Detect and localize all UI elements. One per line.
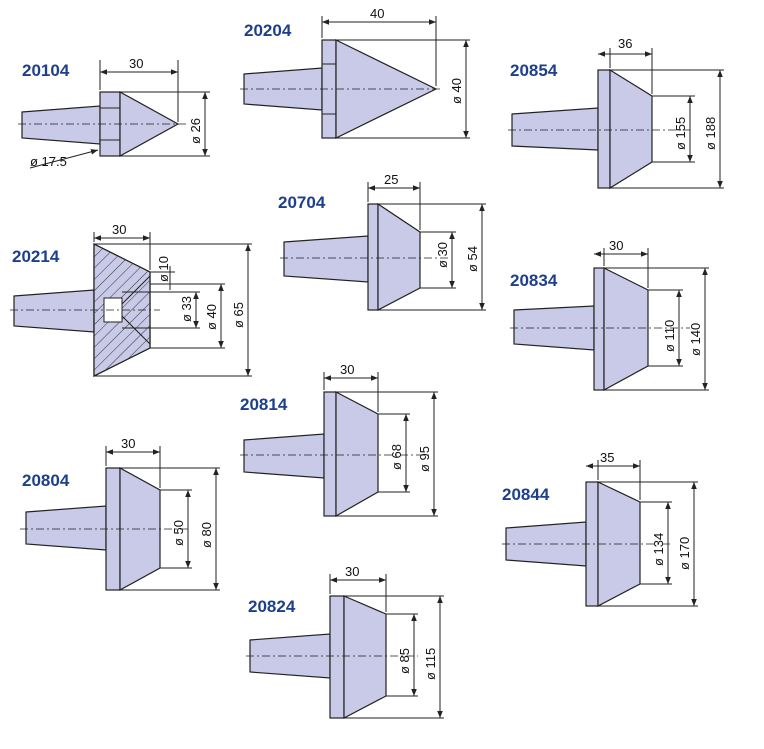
shank bbox=[13, 289, 95, 333]
part-20824: 20824 30 ø 85 ø 115 bbox=[246, 564, 444, 719]
width-label: 30 bbox=[609, 238, 623, 253]
part-code: 20214 bbox=[12, 247, 60, 266]
part-20204: 20204 40 ø 40 bbox=[240, 6, 470, 139]
diameter-label: ø 40 bbox=[449, 78, 464, 104]
part-20854: 20854 36 ø 155 ø 188 bbox=[508, 36, 724, 190]
width-label: 30 bbox=[112, 222, 126, 237]
cone-body bbox=[377, 202, 421, 311]
shank-diameter-label: ø 17.5 bbox=[30, 154, 67, 169]
diameter-label-inner: ø 50 bbox=[171, 520, 186, 546]
diameter-label-2: ø 33 bbox=[179, 296, 194, 322]
diameter-label-outer: ø 80 bbox=[199, 522, 214, 548]
part-20834: 20834 30 ø 110 ø 140 bbox=[510, 238, 709, 392]
part-code: 20704 bbox=[278, 193, 326, 212]
part-20844: 20844 35 ø 134 ø 170 bbox=[502, 450, 698, 607]
diameter-label-inner: ø 155 bbox=[673, 117, 688, 150]
shank bbox=[25, 505, 107, 551]
part-20104: 20104 30 ø 26 ø 17.5 bbox=[18, 56, 210, 169]
width-label: 30 bbox=[340, 362, 354, 377]
part-20214: 20214 30 ø 10 ø 33 ø 40 ø 65 bbox=[10, 222, 252, 377]
width-label: 40 bbox=[370, 6, 384, 21]
width-label: 36 bbox=[618, 36, 632, 51]
diameter-label-inner: ø 30 bbox=[435, 242, 450, 268]
diameter-label-inner: ø 110 bbox=[662, 320, 677, 352]
part-code: 20834 bbox=[510, 271, 558, 290]
diameter-label-inner: ø 134 bbox=[651, 533, 666, 566]
shank bbox=[21, 105, 101, 145]
diameter-label-inner: ø 85 bbox=[397, 648, 412, 674]
diameter-label-inner: ø 68 bbox=[389, 444, 404, 470]
shank bbox=[511, 107, 599, 151]
part-code: 20104 bbox=[22, 61, 70, 80]
collar bbox=[367, 203, 379, 311]
shank bbox=[283, 235, 369, 283]
cone-body bbox=[609, 68, 653, 190]
part-20704: 20704 25 ø 30 ø 54 bbox=[278, 172, 486, 311]
part-code: 20824 bbox=[248, 597, 296, 616]
diameter-label: ø 26 bbox=[188, 118, 203, 144]
collar bbox=[323, 391, 337, 517]
diameter-label-outer: ø 54 bbox=[465, 246, 480, 272]
diameter-label-3: ø 40 bbox=[204, 304, 219, 330]
part-20814: 20814 30 ø 68 ø 95 bbox=[240, 362, 438, 518]
cone-body bbox=[335, 391, 379, 518]
diameter-label-outer: ø 95 bbox=[417, 446, 432, 472]
cone-body bbox=[603, 267, 649, 392]
width-label: 30 bbox=[129, 56, 143, 71]
part-code: 20814 bbox=[240, 395, 288, 414]
cone-body bbox=[343, 595, 387, 719]
part-code: 20204 bbox=[244, 21, 292, 40]
width-label: 25 bbox=[384, 172, 398, 187]
collar bbox=[593, 267, 605, 391]
diameter-label-outer: ø 115 bbox=[423, 648, 438, 680]
width-label: 30 bbox=[121, 436, 135, 451]
width-label: 30 bbox=[345, 564, 359, 579]
diameter-label-outer: ø 188 bbox=[703, 117, 718, 150]
diameter-label-bore: ø 10 bbox=[156, 256, 171, 282]
part-code: 20804 bbox=[22, 471, 70, 490]
collar bbox=[329, 595, 345, 719]
diameter-label-4: ø 65 bbox=[231, 302, 246, 328]
part-20804: 20804 30 ø 50 ø 80 bbox=[20, 436, 220, 592]
part-code: 20844 bbox=[502, 485, 550, 504]
diameter-label-outer: ø 140 bbox=[688, 323, 703, 356]
width-label: 35 bbox=[600, 450, 614, 465]
shank bbox=[243, 433, 325, 479]
diameter-label-outer: ø 170 bbox=[677, 537, 692, 570]
collar bbox=[597, 69, 611, 189]
part-code: 20854 bbox=[510, 61, 558, 80]
